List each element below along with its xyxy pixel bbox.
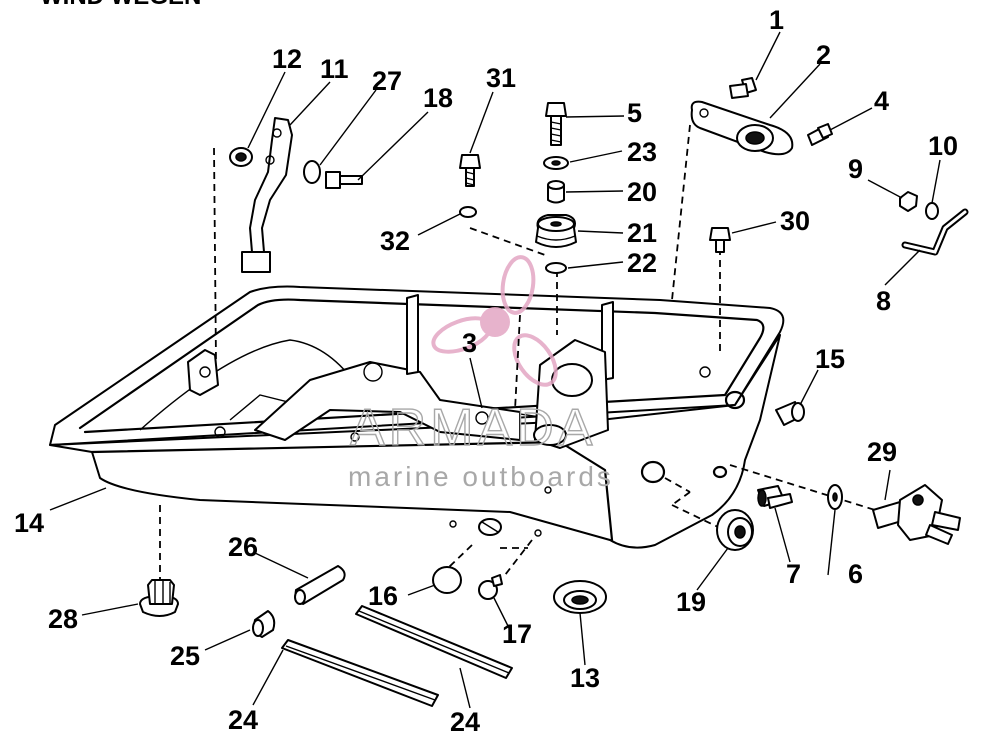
- leader-lines: [49, 31, 941, 709]
- callout-8: 8: [876, 286, 891, 316]
- part-29-connector: [872, 484, 961, 545]
- part-27-washer: [303, 160, 321, 184]
- part-19-grommet: [716, 509, 754, 551]
- assembly-lines: [159, 124, 876, 580]
- callout-6: 6: [848, 559, 863, 589]
- part-9-nut: [899, 191, 918, 212]
- callout-31: 31: [486, 63, 516, 93]
- part-10-washer: [925, 202, 939, 220]
- part-4-screw: [807, 123, 833, 146]
- callout-23: 23: [627, 137, 657, 167]
- callout-9: 9: [848, 154, 863, 184]
- propeller-logo: [431, 255, 558, 387]
- part-23-washer: [543, 156, 569, 170]
- part-11-bracket: [241, 117, 293, 273]
- part-20-spacer: [547, 180, 565, 204]
- watermark-tagline: marine outboards: [348, 461, 614, 492]
- callout-19: 19: [676, 587, 706, 617]
- callout-16: 16: [368, 581, 398, 611]
- callout-29: 29: [867, 437, 897, 467]
- callout-26: 26: [228, 532, 258, 562]
- callout-20: 20: [627, 177, 657, 207]
- callout-30: 30: [780, 206, 810, 236]
- callout-17: 17: [502, 619, 532, 649]
- callout-3: 3: [462, 328, 477, 358]
- header-fragment: WIND WEGEN: [40, 0, 201, 10]
- part-8-rod: [901, 208, 969, 256]
- callout-25: 25: [170, 641, 200, 671]
- callout-numbers: 1 2 3 4 5 6 7 8 9 10 11 12 13 14 15 16 1…: [14, 5, 958, 737]
- callout-24-b: 24: [450, 707, 480, 737]
- part-26-roller: [294, 565, 346, 605]
- part-30-screw: [709, 227, 731, 253]
- part-18-bolt: [325, 171, 363, 189]
- callout-15: 15: [815, 344, 845, 374]
- armada-watermark: ARMADA marine outboards: [348, 255, 614, 492]
- part-25-roller: [252, 610, 276, 638]
- part-2-bracket: [690, 100, 794, 156]
- callout-7: 7: [786, 559, 801, 589]
- part-7-fitting: [757, 485, 793, 509]
- lower-motor-cover: [49, 285, 785, 549]
- callout-21: 21: [627, 218, 657, 248]
- callout-24-a: 24: [228, 705, 258, 735]
- part-16-plug: [432, 566, 462, 594]
- callout-10: 10: [928, 131, 958, 161]
- callout-2: 2: [816, 40, 831, 70]
- callout-5: 5: [627, 98, 642, 128]
- watermark-brand: ARMADA: [350, 399, 596, 457]
- callout-13: 13: [570, 663, 600, 693]
- callout-12: 12: [272, 44, 302, 74]
- callout-1: 1: [769, 5, 784, 35]
- part-15-spacer: [775, 401, 805, 426]
- part-22-washer: [545, 262, 567, 274]
- part-6-washer: [827, 484, 843, 510]
- part-13-grommet: [553, 580, 607, 614]
- part-24-seal-strip-b: [355, 605, 513, 679]
- part-31-screw: [459, 154, 481, 187]
- callout-22: 22: [627, 248, 657, 278]
- part-5-bolt: [545, 102, 567, 146]
- part-24-seal-strip-a: [281, 639, 439, 707]
- part-17-plug: [478, 574, 503, 600]
- callout-14: 14: [14, 508, 44, 538]
- callout-28: 28: [48, 604, 78, 634]
- part-32-washer: [459, 206, 477, 218]
- part-21-mount: [535, 214, 577, 248]
- part-12-grommet: [229, 147, 253, 167]
- part-28-nut: [139, 579, 179, 617]
- callout-11: 11: [320, 54, 349, 84]
- callout-4: 4: [874, 86, 889, 116]
- callout-27: 27: [372, 66, 402, 96]
- callout-18: 18: [423, 83, 453, 113]
- callout-32: 32: [380, 226, 410, 256]
- part-1-screw: [729, 77, 757, 99]
